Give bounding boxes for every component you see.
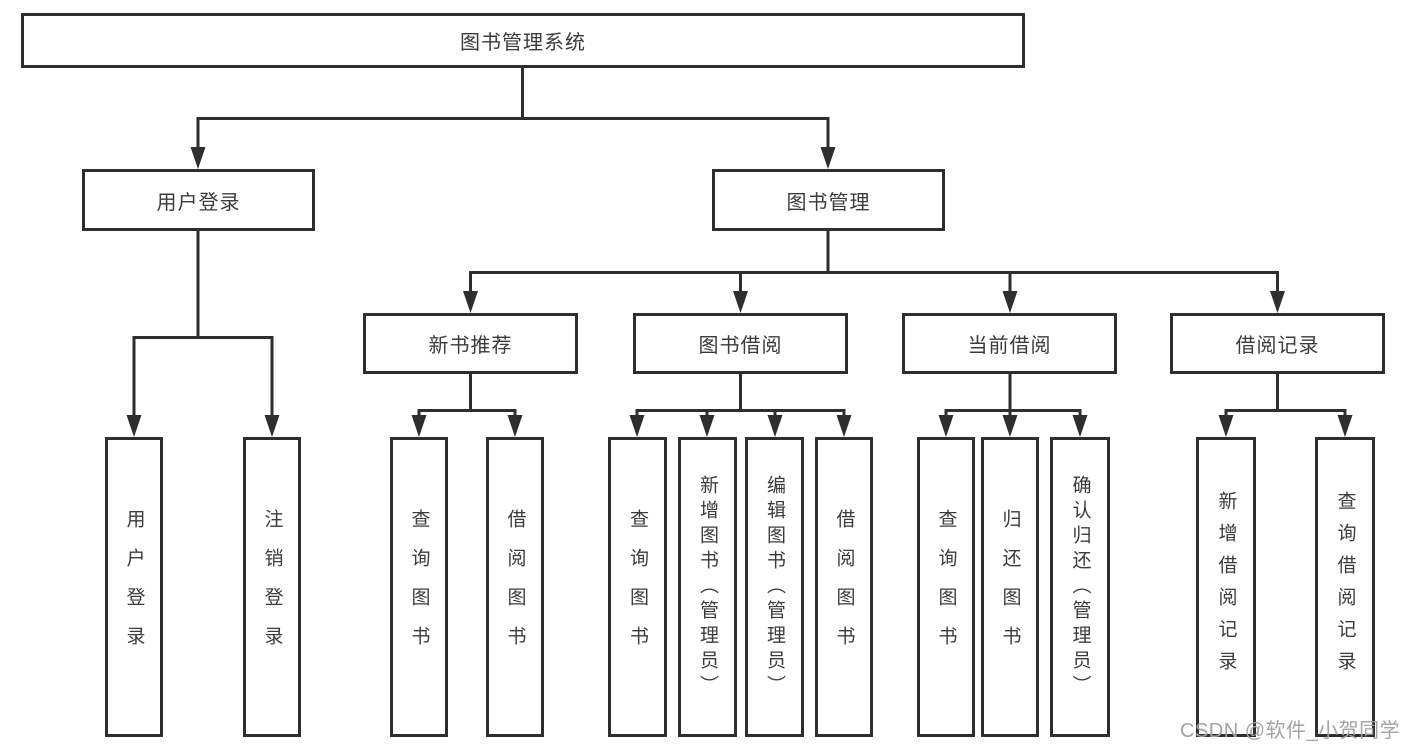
node-borrowing-records: 借阅记录: [1170, 313, 1385, 374]
leaf-label: 查询图书: [408, 509, 430, 665]
leaf-label: 查询图书: [935, 509, 957, 665]
node-new-book-recommendation: 新书推荐: [363, 313, 578, 374]
leaf-cb-confirm-return-admin: 确认归还（管理员）: [1050, 437, 1110, 737]
node-user-login-branch: 用户登录: [82, 169, 315, 231]
leaf-cb-return-books: 归还图书: [981, 437, 1039, 737]
leaf-label: 新增借阅记录: [1215, 491, 1237, 683]
leaf-bb-edit-book-admin: 编辑图书（管理员）: [745, 437, 804, 737]
leaf-br-query-record: 查询借阅记录: [1315, 437, 1375, 737]
leaf-nbr-borrow-books: 借阅图书: [486, 437, 544, 737]
leaf-label: 编辑图书（管理员）: [764, 474, 785, 700]
leaf-cb-query-books: 查询图书: [917, 437, 975, 737]
leaf-bb-borrow-books: 借阅图书: [815, 437, 873, 737]
node-label: 借阅记录: [1235, 335, 1320, 357]
arrowheads: [126, 147, 1353, 437]
node-label: 图书管理: [786, 191, 871, 214]
node-label: 新书推荐: [428, 335, 513, 357]
leaf-label: 借阅图书: [833, 509, 855, 665]
leaf-label: 确认归还（管理员）: [1069, 474, 1091, 700]
csdn-watermark: CSDN @软件_小贺同学: [1180, 720, 1401, 742]
node-current-borrowing: 当前借阅: [902, 313, 1117, 374]
node-root: 图书管理系统: [21, 13, 1025, 68]
leaf-br-add-record: 新增借阅记录: [1196, 437, 1256, 737]
node-book-management: 图书管理: [712, 169, 945, 231]
node-root-label: 图书管理系统: [460, 32, 586, 54]
node-label: 用户登录: [156, 191, 241, 214]
leaf-bb-query-books: 查询图书: [608, 437, 667, 737]
leaf-label: 用户登录: [123, 509, 145, 665]
leaf-label: 新增图书（管理员）: [697, 474, 718, 700]
leaf-label: 查询借阅记录: [1334, 491, 1356, 683]
leaf-user-login: 用户登录: [105, 437, 163, 737]
leaf-nbr-query-books: 查询图书: [390, 437, 448, 737]
leaf-label: 注销登录: [261, 509, 283, 665]
leaf-label: 归还图书: [999, 509, 1021, 665]
node-label: 当前借阅: [967, 335, 1052, 357]
leaf-bb-add-book-admin: 新增图书（管理员）: [678, 437, 737, 737]
leaf-label: 借阅图书: [504, 509, 526, 665]
node-label: 图书借阅: [698, 335, 783, 357]
node-book-borrowing: 图书借阅: [633, 313, 848, 374]
leaf-label: 查询图书: [627, 509, 648, 665]
leaf-logout: 注销登录: [243, 437, 301, 737]
